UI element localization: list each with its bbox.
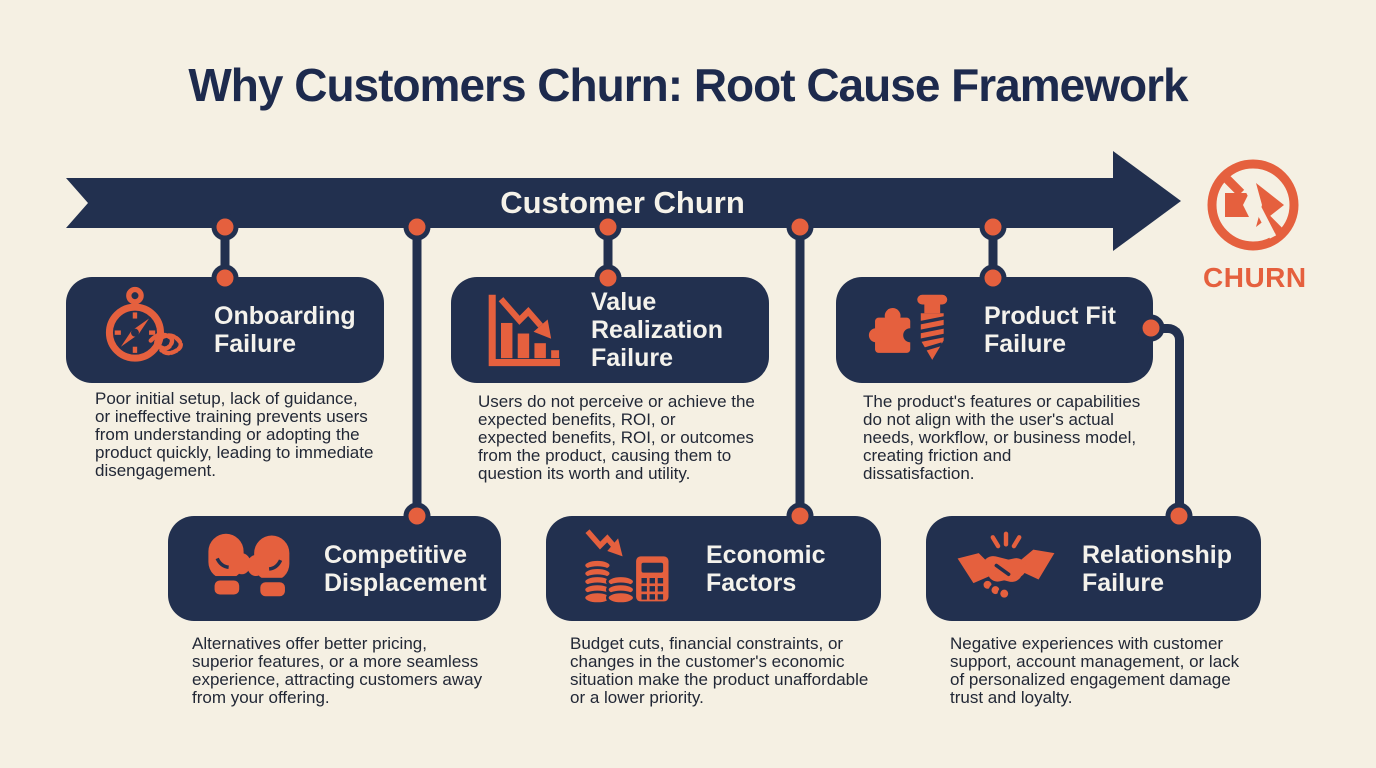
connector-dot	[1137, 314, 1165, 342]
connector-dot	[403, 213, 431, 241]
coins-calculator-icon	[570, 524, 686, 614]
description-economic-factors: Budget cuts, financial constraints, or c…	[570, 634, 869, 707]
churn-badge-label: CHURN	[1203, 262, 1307, 293]
connector-line	[988, 227, 998, 279]
connector-line	[220, 227, 230, 279]
description-product-fit-failure: The product's features or capabilities d…	[863, 392, 1141, 483]
card-economic-factors: Economic Factors	[546, 516, 881, 621]
compass-rope-icon	[90, 286, 194, 374]
connector-dot	[403, 502, 431, 530]
card-title: Product Fit Failure	[984, 302, 1116, 358]
card-title: Economic Factors	[706, 540, 826, 597]
card-title: Relationship Failure	[1082, 540, 1233, 597]
card-title: Value Realization Failure	[591, 288, 723, 372]
boxing-gloves-icon	[192, 525, 304, 613]
puzzle-screw-icon	[860, 286, 964, 374]
banner-label: Customer Churn	[500, 185, 745, 220]
no-churn-arrow-icon	[1203, 159, 1303, 259]
connector-dot	[786, 502, 814, 530]
card-title: Competitive Displacement	[324, 540, 487, 597]
broken-handshake-icon	[950, 525, 1062, 613]
connector-line	[603, 227, 613, 279]
description-competitive-displacement: Alternatives offer better pricing, super…	[192, 634, 483, 707]
declining-bar-chart-icon	[475, 286, 571, 374]
description-onboarding-failure: Poor initial setup, lack of guidance, or…	[95, 389, 374, 480]
customer-churn-arrow-banner	[66, 178, 1113, 228]
card-title: Onboarding Failure	[214, 302, 356, 358]
connector-dot	[979, 213, 1007, 241]
connector-dot	[594, 264, 622, 292]
connector-dot	[594, 213, 622, 241]
card-relationship-failure: Relationship Failure	[926, 516, 1261, 621]
connector-dot	[1165, 502, 1193, 530]
connector-dot	[211, 213, 239, 241]
connector-line	[412, 227, 422, 517]
connector-dot	[979, 264, 1007, 292]
connector-dot	[786, 213, 814, 241]
description-relationship-failure: Negative experiences with customer suppo…	[950, 634, 1240, 707]
card-onboarding-failure: Onboarding Failure	[66, 277, 384, 383]
churn-badge: CHURN	[1203, 155, 1307, 294]
page-title: Why Customers Churn: Root Cause Framewor…	[188, 59, 1188, 111]
card-competitive-displacement: Competitive Displacement	[168, 516, 501, 621]
connector-line	[795, 227, 805, 517]
connector-dot	[211, 264, 239, 292]
card-value-realization-failure: Value Realization Failure	[451, 277, 769, 383]
arrow-head	[1113, 151, 1181, 251]
description-value-realization-failure: Users do not perceive or achieve the exp…	[478, 392, 755, 483]
connector-elbow	[1151, 324, 1184, 516]
card-product-fit-failure: Product Fit Failure	[836, 277, 1153, 383]
